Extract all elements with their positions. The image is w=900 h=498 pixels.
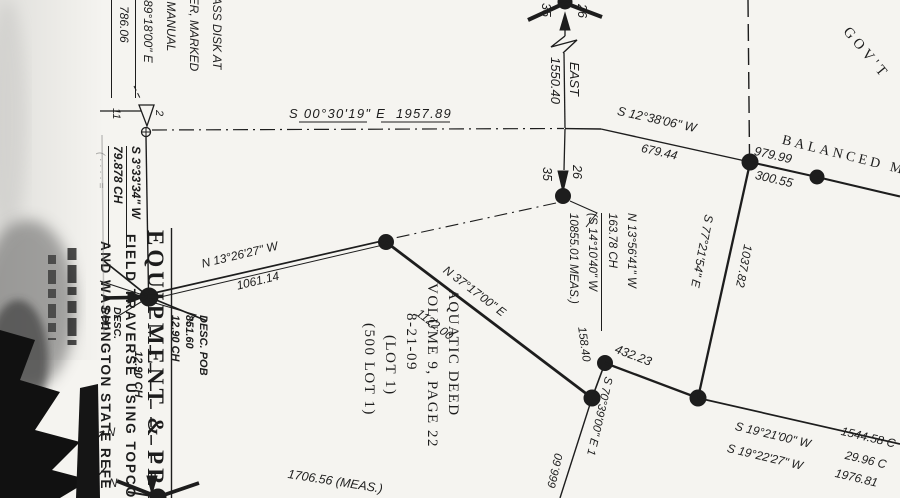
north-arrowhead-icon [559,11,571,31]
distance-label: 679.44 [639,141,679,163]
distance-label: 158.40 [575,326,592,363]
distance-label: 10855.01 MEAS.) [567,213,579,304]
triangle-monument-icon [138,104,155,128]
line-east [563,52,566,129]
bearing-label: S 12°38'06" W [615,104,698,136]
section-number: 26 [575,4,589,18]
note-line: NER, MARKED [187,0,201,72]
margin-note-line: AND WASHINGTON STATE REFE [98,241,113,491]
note-line: (500 LOT 1) [361,323,377,416]
margin-heading: EQUIPMENT & PROC [143,230,168,498]
note-line: (LOT 1) [382,335,398,396]
traverse-dot [689,389,707,407]
line-s0030 [151,127,565,131]
south-arrowhead-icon [557,170,569,193]
distance-label: 1037.82 [732,243,755,289]
distance-label: 1544.58 C [839,424,897,451]
section-number: 26 [570,165,584,179]
bearing-label: S 77°21'54" E [688,213,716,289]
section-tick-label: 2 [153,110,165,117]
balanced-meander-label: BALANCED M [780,133,900,179]
distance-label: 79.878 CH [108,146,126,248]
record-note-sw: S 3°33'34" W 79.878 CH [108,146,144,248]
bearing-label: (S 14°10'40" W [586,213,598,291]
bearing-label: N 13°56'41" W [625,213,637,288]
distance-label: 1550.40 [548,57,563,104]
note-line: DESC. POB [197,315,209,376]
distance-label: 432.23 [612,342,654,369]
traverse-dot [597,355,613,371]
line-432 [604,361,699,400]
distance-label: 851.60 [183,315,195,349]
dashed-section-line [747,0,751,156]
section-number: 35 [540,167,554,181]
distance-label: 786.06 [111,0,135,98]
witness-label: N [107,427,116,439]
corner-note-nw: RASS DISK AT NER, MARKED M MANUAL N 89°1… [111,0,228,98]
section-number: 35 [539,3,553,17]
bearing-label: EAST [567,62,582,96]
circle-monument-icon [140,126,152,138]
distance-label: 1706.56 (MEAS.) [286,467,384,496]
line-break-icon [550,35,578,54]
distance-label: 29.96 C [843,448,888,472]
note-line: RASS DISK AT [210,0,224,70]
distance-label: 163.78 CH [601,213,621,331]
record-tie-line [389,202,557,240]
note-line: AQUATIC DEED [445,289,461,417]
distance-label: 1061.14 [235,268,281,293]
faint-note: ( · · · · = [95,152,106,189]
section-tick-label: 11 [110,108,122,120]
margin-note-line: FIELD TRAVERSE USING TOPCO [123,234,138,498]
bearing-label: N 13°26'27" W [200,238,280,271]
distance-label: 1976.81 [833,466,880,490]
traverse-dot [378,234,394,250]
note-line: 8-21-09 [403,313,419,371]
record-note-mid: N 13°56'41" W 163.78 CH (S 14°10'40" W 1… [563,213,640,331]
note-line: M MANUAL [164,0,178,52]
govt-lot-label: GOV'T [839,24,893,83]
meander-dot [809,169,825,185]
bearing-distance-label: S 00°30'19" E 1957.89 [289,106,453,121]
witness-label: N [109,478,118,490]
distance-label: 300.55 [753,168,795,191]
bearing-label: N 89°18'00" E [135,0,159,98]
aquatic-deed-note: AQUATIC DEED VOLUME 9, PAGE 22 8-21-09 (… [358,283,463,448]
distance-label: 12.90 CH [169,315,181,362]
fold-black-bar [76,384,100,498]
note-line: VOLUME 9, PAGE 22 [424,283,440,448]
corner-dot [557,0,573,10]
bearing-label: S 70°39'00" E 1 [584,375,614,457]
corner-dot [555,188,571,204]
distance-label: 666.60 [546,452,566,490]
pob-note: DESC. POB 851.60 12.90 CH [168,315,210,376]
